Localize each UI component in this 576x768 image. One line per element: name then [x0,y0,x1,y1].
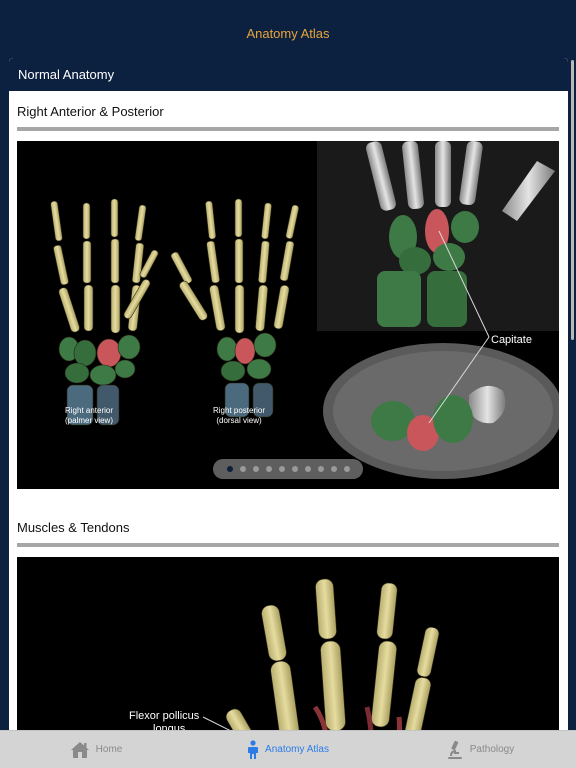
anterior-hand-illustration [50,198,159,426]
section-muscles-tendons: Muscles & Tendons [9,507,568,730]
carousel-dot[interactable] [304,466,311,472]
posterior-label-line1: Right posterior [213,406,265,415]
tab-home[interactable]: Home [0,731,192,768]
anterior-label-line2: (palmer view) [65,416,113,425]
posterior-hand-illustration [170,198,300,418]
tab-bar: Home Anatomy Atlas Pathology [0,730,576,768]
section-title: Muscles & Tendons [17,520,130,535]
flexor-label-line2: longus [153,723,186,730]
carousel-dot[interactable] [291,466,298,472]
vertical-scrollbar[interactable] [571,60,574,340]
carousel-dot[interactable] [239,466,246,472]
section-anterior-posterior: Right Anterior & Posterior [9,91,568,489]
carousel-dot[interactable] [265,466,272,472]
navbar-title: Anatomy Atlas [246,25,330,41]
carousel-dot[interactable] [317,466,324,472]
microscope-icon [447,740,462,759]
carousel-dot[interactable] [330,466,337,472]
capitate-callout: Capitate [428,230,532,424]
person-icon [248,739,259,759]
navigation-bar: Anatomy Atlas [0,0,576,52]
tab-anatomy-atlas[interactable]: Anatomy Atlas [192,731,384,768]
tab-pathology[interactable]: Pathology [384,731,576,768]
tab-home-label: Home [95,744,123,755]
ct-coronal-scan [317,141,559,331]
tab-pathology-label: Pathology [469,744,515,755]
ct-axial-scan [323,343,559,479]
card-header-title: Normal Anatomy [18,67,115,82]
tab-anatomy-atlas-label: Anatomy Atlas [265,744,329,755]
section-title: Right Anterior & Posterior [17,104,164,119]
card-header: Normal Anatomy [9,58,568,91]
posterior-label-line2: (dorsal view) [216,416,262,425]
content-card[interactable]: Normal Anatomy Right Anterior & Posterio… [9,58,568,730]
anterior-label-line1: Right anterior [65,406,113,415]
carousel-page-indicator[interactable] [213,459,363,479]
section-divider [17,543,559,547]
muscles-tendons-illustration: Flexor pollicus longus [17,557,559,730]
carousel-dot[interactable] [278,466,285,472]
hand-bones-illustration: Right anterior (palmer view) [17,141,559,489]
carousel-dot[interactable] [226,466,233,472]
house-icon [70,741,89,758]
capitate-label: Capitate [491,334,532,346]
carousel-dot[interactable] [252,466,259,472]
section-gap [9,489,568,507]
flexor-label-line1: Flexor pollicus [129,710,200,722]
carousel-dot[interactable] [343,466,350,472]
muscles-image[interactable]: Flexor pollicus longus [17,557,559,730]
section-divider [17,127,559,131]
image-carousel[interactable]: Right anterior (palmer view) [17,141,559,489]
